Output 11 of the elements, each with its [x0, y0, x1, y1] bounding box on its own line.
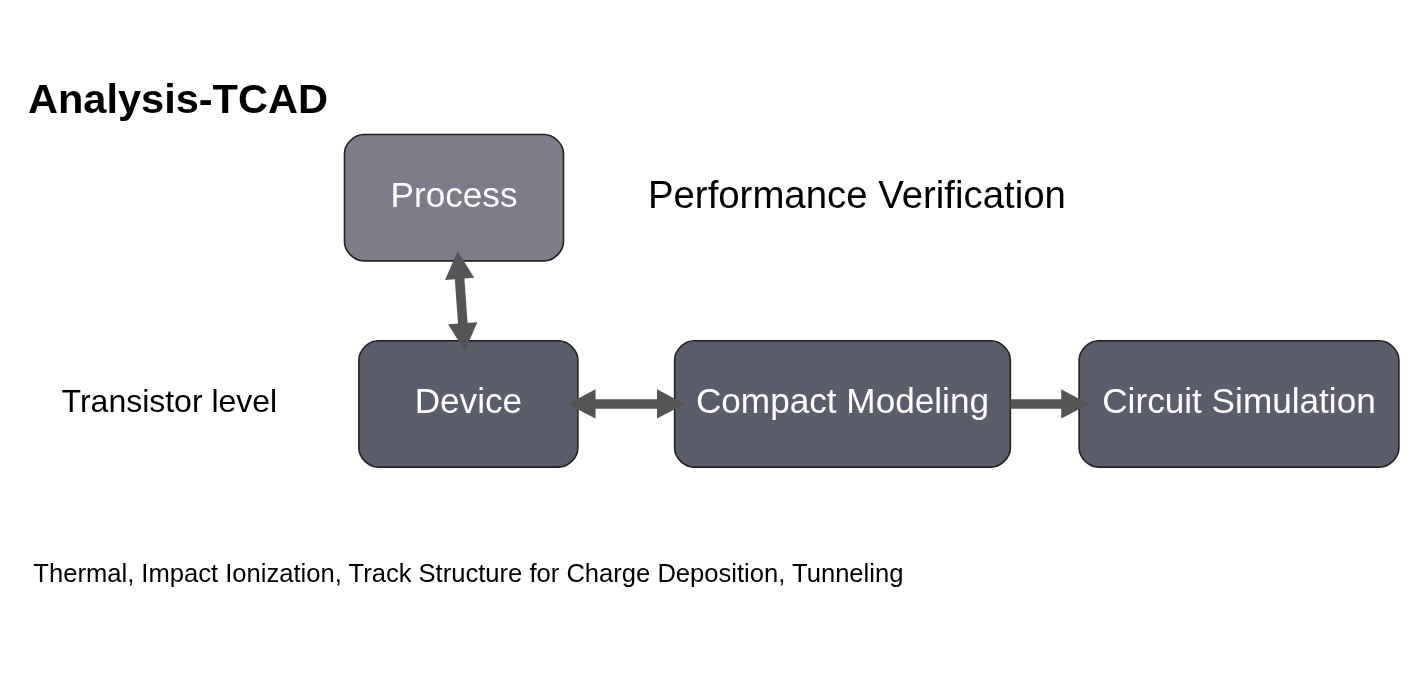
- label: Transistor level: [61, 382, 278, 419]
- node-box: Circuit Simulation: [1078, 340, 1400, 468]
- arrow: [1010, 389, 1090, 419]
- diagram-title: Analysis-TCAD: [27, 75, 329, 123]
- node-box: Compact Modeling: [673, 340, 1012, 468]
- node-box: Device: [358, 340, 579, 468]
- node-label: Thermal, Impact Ionization, Track Structure for Charge Deposition, Tunneling: [33, 558, 904, 587]
- arrow: [567, 389, 685, 419]
- node-box: Process: [343, 133, 565, 262]
- arrow: [445, 251, 478, 351]
- label: Performance Verification: [647, 172, 1066, 216]
